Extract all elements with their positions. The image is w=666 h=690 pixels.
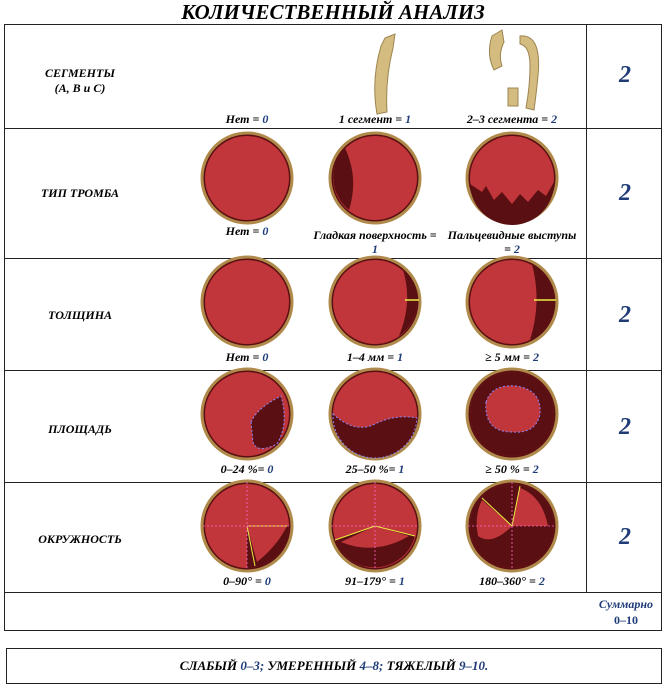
vessel-cross-section <box>200 131 294 225</box>
divider <box>4 370 662 371</box>
page-title: КОЛИЧЕСТВЕННЫЙ АНАЛИЗ <box>181 0 485 24</box>
score-area: 2 <box>619 414 631 440</box>
option-label: 25–50 %= 1 <box>345 462 405 476</box>
option-label: 1 сегмент = 1 <box>338 112 412 126</box>
divider <box>4 592 662 593</box>
row-label-circumference: ОКРУЖНОСТЬ <box>38 532 122 546</box>
option-label: Гладкая поверхность = 1 <box>313 228 437 256</box>
option-label: 91–179° = 1 <box>345 574 405 588</box>
vessel-cross-section <box>328 367 422 461</box>
severity-legend: СЛАБЫЙ 0–3; УМЕРЕННЫЙ 4–8; ТЯЖЕЛЫЙ 9–10. <box>6 648 662 684</box>
option-label: 0–24 %= 0 <box>220 462 274 476</box>
row-label-thickness: ТОЛЩИНА <box>47 308 113 322</box>
multi-segment-vessel-icon <box>488 29 540 111</box>
option-label: 2–3 сегмента = 2 <box>466 112 558 126</box>
score-thrombus-type: 2 <box>619 180 631 206</box>
option-label: 1–4 мм = 1 <box>346 350 404 364</box>
row-label-segments: СЕГМЕНТЫ(A, B и C) <box>45 66 115 95</box>
option-label: Нет = 0 <box>225 224 269 238</box>
option-label: Нет = 0 <box>225 350 269 364</box>
divider <box>4 482 662 483</box>
vessel-cross-section <box>200 255 294 349</box>
vessel-cross-section <box>465 255 559 349</box>
vessel-cross-section <box>465 131 559 225</box>
option-label: 0–90° = 0 <box>223 574 271 588</box>
divider <box>4 128 662 129</box>
vessel-cross-section <box>328 479 422 573</box>
row-label-thrombus-type: ТИП ТРОМБА <box>40 186 120 200</box>
vessel-cross-section <box>200 367 294 461</box>
one-segment-vessel-icon <box>374 33 396 115</box>
option-label: ≥ 5 мм = 2 <box>485 350 539 364</box>
score-circumference: 2 <box>619 524 631 550</box>
option-label: 180–360° = 2 <box>479 574 545 588</box>
vessel-cross-section <box>328 131 422 225</box>
vessel-cross-section <box>465 367 559 461</box>
row-label-area: ПЛОЩАДЬ <box>48 422 112 436</box>
vessel-cross-section <box>200 479 294 573</box>
option-label: Нет = 0 <box>225 112 269 126</box>
divider <box>4 258 662 259</box>
option-label: ≥ 50 % = 2 <box>485 462 539 476</box>
vessel-cross-section <box>465 479 559 573</box>
score-divider <box>586 24 587 592</box>
vessel-cross-section <box>328 255 422 349</box>
score-segments: 2 <box>619 62 631 88</box>
score-thickness: 2 <box>619 302 631 328</box>
table-frame <box>4 24 662 631</box>
option-label: Пальцевидные выступы = 2 <box>447 228 577 256</box>
